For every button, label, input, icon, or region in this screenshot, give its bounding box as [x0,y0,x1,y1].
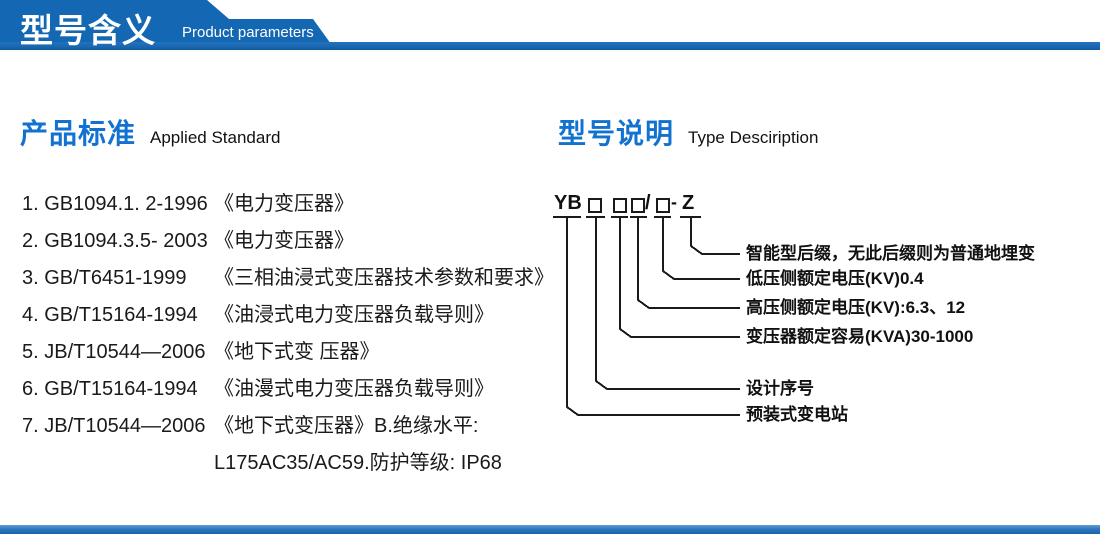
item-code: 5. JB/T10544—2006 [22,341,206,363]
model-code-dash: - [671,192,677,212]
connector-capacity [619,218,740,338]
connector-prefab-substation [566,218,740,416]
item-code: 1. GB1094.1. 2-1996 [22,193,208,215]
model-code-diagram: YB / - Z 智能型后缀，无此后缀则为普通地埋变 低压侧额定电压(KV)0.… [550,190,1100,440]
code-box [631,198,645,213]
connector-smart-suffix [690,218,740,255]
model-code-slash: / [645,192,651,214]
item-title: 《三相油浸式变压器技术参数和要求》 [214,267,554,289]
page-title: 型号含义 [20,12,156,49]
code-box [588,198,602,213]
type-description-heading-zh: 型号说明 [558,118,675,149]
model-label-lv-voltage: 低压侧额定电压(KV)0.4 [746,269,924,288]
list-item: 1. GB1094.1. 2-1996 《电力变压器》 [22,186,547,223]
list-item: 2. GB1094.3.5- 2003 《电力变压器》 [22,223,547,260]
code-box [656,198,670,213]
model-label-prefab-substation: 预装式变电站 [746,405,848,424]
item-title: 《油浸式电力变压器负载导则》 [214,304,494,326]
list-item: 5. JB/T10544—2006 《地下式变 压器》 [22,334,547,371]
item-code: 6. GB/T15164-1994 [22,378,198,400]
item-title: L175AC35/AC59.防护等级: IP68 [214,452,502,474]
diagram-lines [553,198,740,416]
bottom-bar [0,525,1100,534]
type-description-heading-en: Type Desciription [688,128,819,147]
item-code: 2. GB1094.3.5- 2003 [22,230,208,252]
applied-standard-heading-en: Applied Standard [150,128,281,147]
banner-strip [0,42,1100,50]
item-code: 3. GB/T6451-1999 [22,267,187,289]
item-title: 《地下式变 压器》 [214,341,380,363]
list-item-continuation: L175AC35/AC59.防护等级: IP68 [22,445,547,482]
connector-lv-voltage [662,218,740,280]
model-label-capacity: 变压器额定容易(KVA)30-1000 [746,327,974,346]
item-title: 《电力变压器》 [214,193,354,215]
type-description-heading: 型号说明 Type Desciription [558,112,818,152]
model-label-design-serial: 设计序号 [746,379,814,398]
item-title: 《地下式变压器》B.绝缘水平: [214,415,479,437]
connector-design-serial [595,218,740,390]
model-label-smart-suffix: 智能型后缀，无此后缀则为普通地埋变 [746,244,1035,263]
standards-list: 1. GB1094.1. 2-1996 《电力变压器》 2. GB1094.3.… [22,186,554,482]
item-code: 7. JB/T10544—2006 [22,415,206,437]
item-title: 《油漫式电力变压器负载导则》 [214,378,494,400]
page-subtitle: Product parameters [182,24,314,41]
model-label-hv-voltage: 高压侧额定电压(KV):6.3、12 [746,298,966,317]
list-item: 7. JB/T10544—2006 《地下式变压器》B.绝缘水平: [22,408,547,445]
list-item: 3. GB/T6451-1999 《三相油浸式变压器技术参数和要求》 [22,260,554,297]
item-code [22,445,214,482]
model-code-prefix: YB [554,192,582,214]
item-title: 《电力变压器》 [214,230,354,252]
applied-standard-heading: 产品标准 Applied Standard [20,112,280,152]
list-item: 4. GB/T15164-1994 《油浸式电力变压器负载导则》 [22,297,547,334]
connector-hv-voltage [637,218,740,309]
code-box [613,198,627,213]
list-item: 6. GB/T15164-1994 《油漫式电力变压器负载导则》 [22,371,547,408]
item-code: 4. GB/T15164-1994 [22,304,198,326]
model-code-suffix: Z [682,192,695,214]
applied-standard-heading-zh: 产品标准 [20,118,137,149]
